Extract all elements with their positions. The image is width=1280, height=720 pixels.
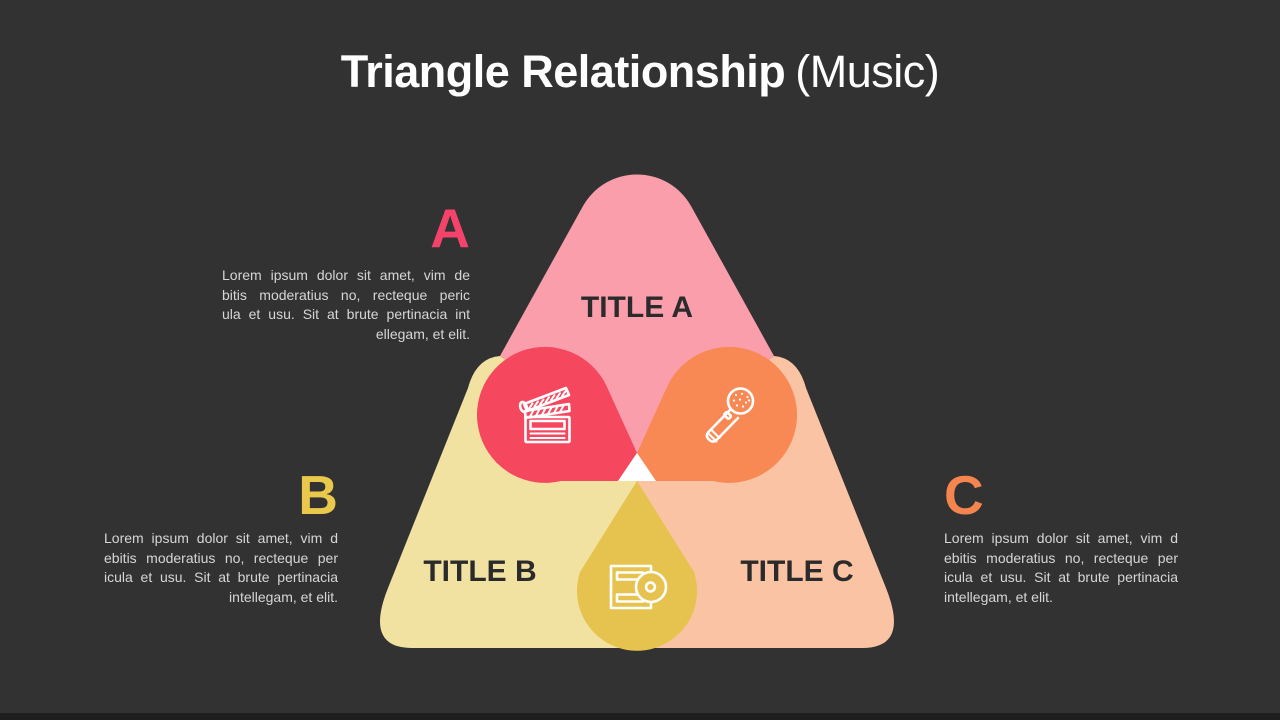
text-line: icula et usu. Sit at brute pertinacia	[944, 569, 1178, 586]
text-line: ebitis moderatius no, recteque per	[944, 549, 1178, 566]
text-line: Lorem ipsum dolor sit amet, vim d	[944, 530, 1178, 546]
bottom-bar	[0, 713, 1280, 720]
title-main: Triangle Relationship	[340, 46, 786, 97]
item-b-description: Lorem ipsum dolor sit amet, vim d ebitis…	[104, 529, 338, 608]
overlap-ab-shape	[476, 346, 637, 483]
item-b-label: B	[298, 464, 338, 526]
text-line: Lorem ipsum dolor sit amet, vim de	[222, 267, 470, 283]
clapperboard-icon	[513, 381, 577, 445]
item-a-label: A	[430, 197, 470, 259]
text-line: intellegam, et elit.	[229, 589, 338, 606]
text-line: icula et usu. Sit at brute pertinacia	[104, 569, 338, 586]
triangle-a-heading: TITLE A	[580, 291, 694, 324]
center-triangle	[618, 453, 656, 481]
text-line: intellegam, et elit.	[944, 589, 1053, 606]
item-c-label: C	[944, 464, 984, 526]
triangle-b-heading: TITLE B	[423, 555, 537, 588]
text-line: bitis moderatius no, recteque peric	[222, 286, 470, 303]
text-line: ellegam, et elit.	[375, 326, 470, 343]
triangle-c-heading: TITLE C	[740, 555, 854, 588]
overlap-ac-shape	[637, 346, 798, 483]
text-line: ebitis moderatius no, recteque per	[104, 549, 338, 566]
cd-icon	[605, 556, 669, 620]
text-line: Lorem ipsum dolor sit amet, vim d	[104, 530, 338, 546]
title-suffix: (Music)	[795, 46, 940, 97]
item-a-description: Lorem ipsum dolor sit amet, vim de bitis…	[222, 266, 470, 345]
text-line: ula et usu. Sit at brute pertinacia int	[222, 306, 470, 323]
page-title: Triangle Relationship(Music)	[0, 46, 1280, 98]
item-c-description: Lorem ipsum dolor sit amet, vim d ebitis…	[944, 529, 1178, 608]
microphone-icon	[697, 381, 761, 445]
